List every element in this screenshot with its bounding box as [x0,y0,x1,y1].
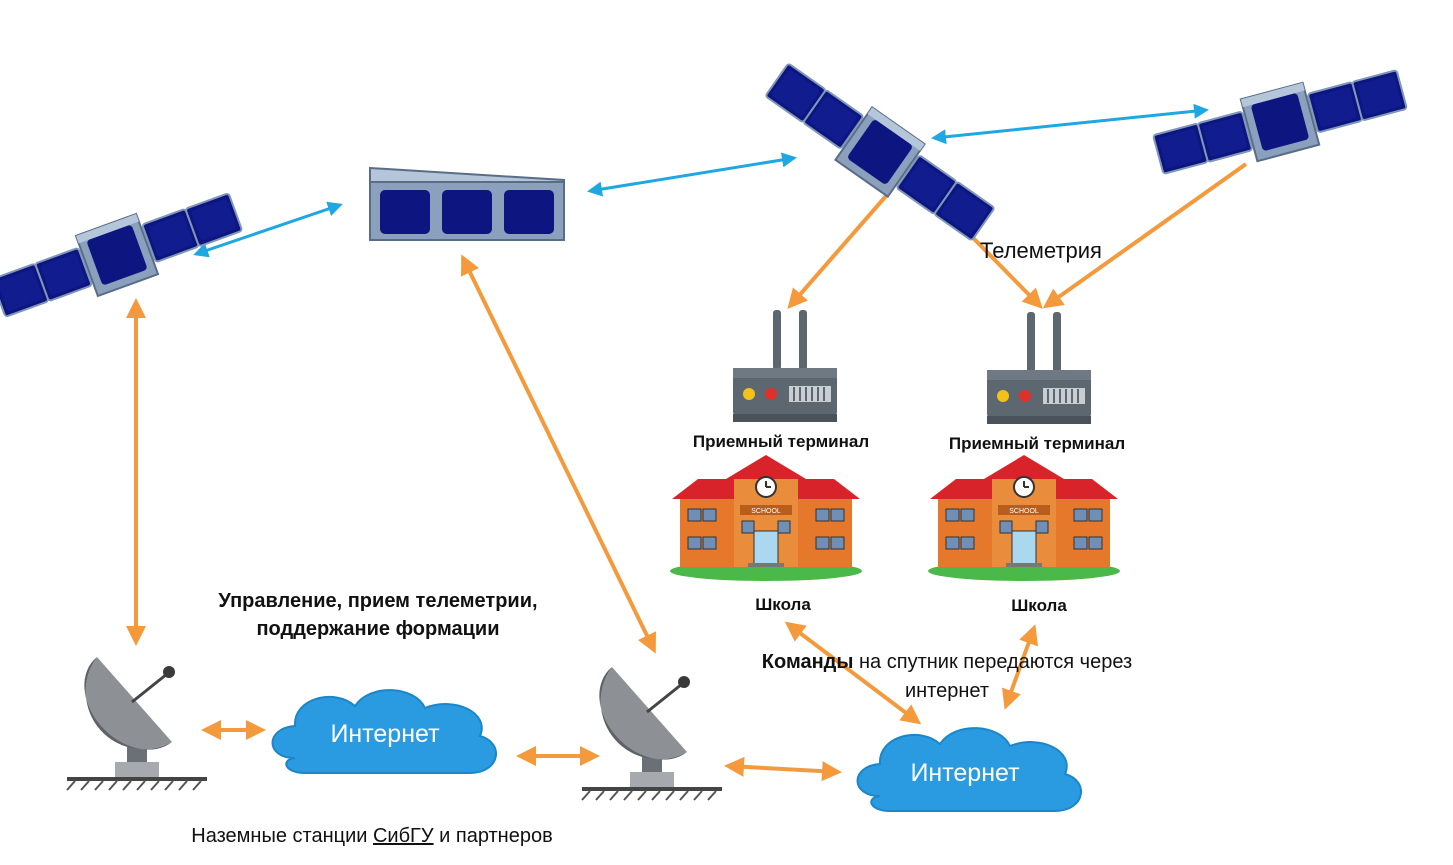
isl-sat3-sat4 [931,103,1209,145]
link-school2-internet2 [1001,624,1039,710]
internet-label-2: Интернет [910,759,1020,787]
school-icon: SCHOOL [667,454,865,582]
isl-cubesat-sat3 [587,152,797,197]
school-icon: SCHOOL [925,454,1123,582]
isl-sat1-cubesat [193,201,343,258]
commands-rest-text: на спутник передаются через [853,651,1132,673]
link-dish2-internet2 [724,756,842,782]
ground-stations-caption: Наземные станции СибГУ и партнеров [191,825,552,847]
school-label-1: Школа [755,595,811,614]
commands-caption-line1: Команды на спутник передаются через [762,651,1132,673]
link-school1-internet2 [784,621,922,725]
school-sign-text: SCHOOL [751,508,781,515]
terminal-label-1: Приемный терминал [693,432,869,451]
stations-suffix: и партнеров [434,825,553,847]
terminal-label-2: Приемный терминал [949,434,1125,453]
satellite-icon [0,192,244,318]
dish-antenna-icon [580,665,724,802]
stations-sibgu: СибГУ [373,825,434,847]
school-label-2: Школа [1011,596,1067,615]
downlink-sat3-terminal1 [787,194,888,310]
control-caption-line1: Управление, прием телеметрии, [218,590,537,612]
commands-caption-line2: интернет [905,680,989,702]
intersatellite-links [193,103,1209,258]
telemetry-label: Телеметрия [980,238,1102,263]
internet-label-1: Интернет [330,720,440,748]
stations-prefix: Наземные станции [191,825,373,847]
dish-antenna-icon [65,655,209,792]
router-icon [986,311,1092,425]
cubesat-icon [369,166,565,241]
commands-bold-word: Команды [762,651,854,673]
school-sign-text: SCHOOL [1009,508,1039,515]
link-cubesat-dish2 [461,254,656,654]
router-icon [732,309,838,423]
control-caption-line2: поддержание формации [256,618,499,640]
downlink-sat4-terminal2 [1042,162,1248,309]
satellite-icon [764,62,996,242]
ground-links [126,162,1248,782]
satellite-icon [1152,69,1408,175]
